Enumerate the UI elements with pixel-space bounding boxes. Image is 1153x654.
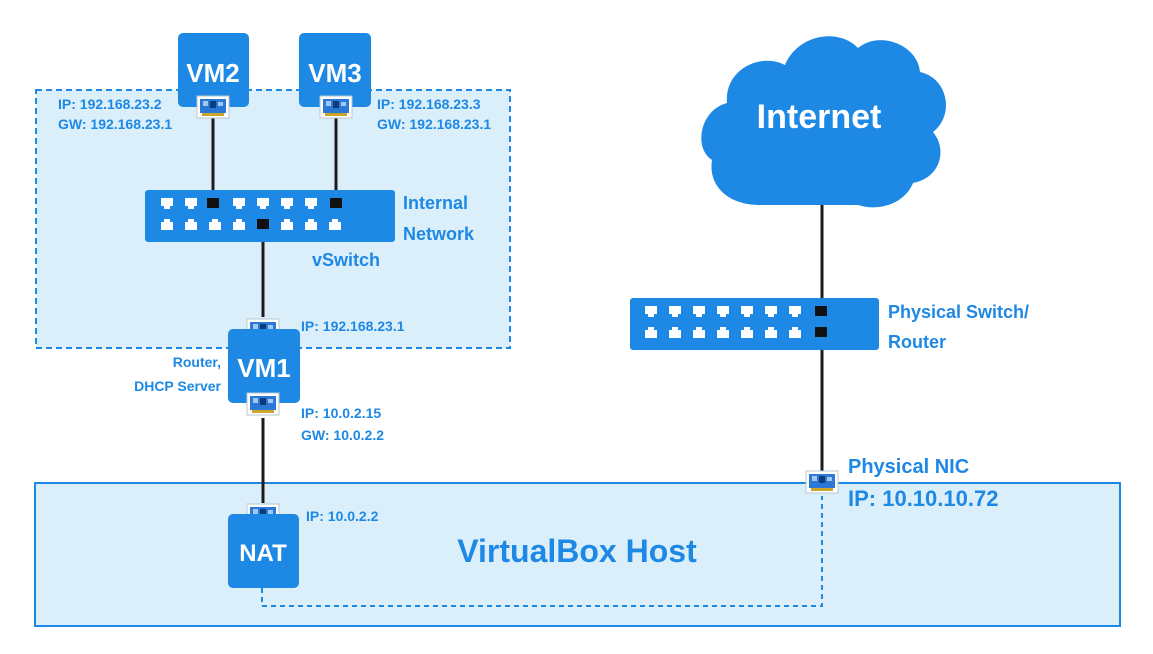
nat-node: NAT [228, 514, 299, 588]
vm2-gw-label: GW: 192.168.23.1 [58, 116, 172, 132]
vm1-external-gw-label: GW: 10.0.2.2 [301, 427, 384, 443]
vm3-title: VM3 [308, 58, 361, 88]
vm2-title: VM2 [186, 58, 239, 88]
vm1-title: VM1 [237, 353, 290, 383]
nat-title: NAT [239, 540, 287, 567]
physical-switch-label-line2: Router [888, 332, 946, 352]
internet-label: Internet [757, 98, 882, 136]
virtualbox-host-zone [34, 482, 1121, 627]
internal-network-label-line1: Internal [403, 193, 468, 213]
physical-switch-label-line1: Physical Switch/ [888, 302, 1029, 322]
vm3-gw-label: GW: 192.168.23.1 [377, 116, 491, 132]
vm3-node: VM3 [299, 33, 371, 107]
vm3-ip-label: IP: 192.168.23.3 [377, 96, 481, 112]
vm1-internal-ip-label: IP: 192.168.23.1 [301, 318, 405, 334]
vm2-node: VM2 [178, 33, 249, 107]
nat-to-nic-path [261, 496, 823, 607]
physical-nic-icon [805, 470, 839, 494]
virtualbox-host-title: VirtualBox Host [457, 533, 697, 569]
vswitch-icon [145, 190, 395, 242]
physical-switch-icon [630, 298, 879, 350]
physical-nic-label: Physical NIC [848, 456, 969, 478]
internal-network-label-line2: Network [403, 224, 475, 244]
vm3-nic-icon [319, 95, 353, 119]
vm1-external-nic-icon [246, 392, 280, 416]
vm1-role-line1: Router, [173, 354, 221, 370]
vm1-role-line2: DHCP Server [134, 378, 221, 394]
vm2-ip-label: IP: 192.168.23.2 [58, 96, 162, 112]
physical-nic-ip-label: IP: 10.10.10.72 [848, 486, 998, 511]
vswitch-label: vSwitch [312, 250, 380, 270]
internet-cloud-icon [701, 36, 946, 208]
vm1-external-ip-label: IP: 10.0.2.15 [301, 405, 381, 421]
vm1-node: VM1 [228, 329, 300, 403]
vm2-nic-icon [196, 95, 230, 119]
nat-ip-label: IP: 10.0.2.2 [306, 508, 379, 524]
